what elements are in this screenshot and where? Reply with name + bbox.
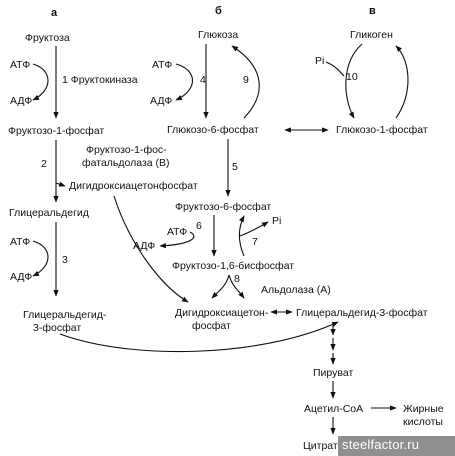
arrow-g3p-left-to-main xyxy=(59,321,339,353)
step-2: 2 xyxy=(41,158,47,170)
enzyme-fructokinase: 1 Фруктокиназа xyxy=(62,74,138,86)
arrow-pi-7 xyxy=(239,221,269,237)
arrow-atp-adp-3 xyxy=(32,240,49,277)
node-dhap-top: Дигидроксиацетонфосфат xyxy=(69,180,198,192)
arrow-dhap-top-to-bottom xyxy=(113,195,189,303)
arrow-f16bp-dhap xyxy=(211,274,230,299)
node-glucose-1-phosphate: Глюкозо-1-фосфат xyxy=(336,124,428,136)
label-pi-10: Pi xyxy=(315,55,324,67)
arrow-g6p-glucose xyxy=(231,45,260,119)
column-label-b: б xyxy=(215,5,222,17)
label-adp-4: АДФ xyxy=(150,95,172,107)
node-fructose: Фруктоза xyxy=(25,32,70,44)
watermark-background xyxy=(338,436,455,456)
arrow-glycogen-g1p xyxy=(345,43,363,119)
label-atp-1: АТФ xyxy=(10,59,30,71)
arrow-f1p-dhap xyxy=(55,181,66,187)
label-pi-7: Pi xyxy=(272,215,281,227)
node-dhap-bottom-line2: фосфат xyxy=(192,320,231,332)
step-10: 10 xyxy=(346,71,358,83)
label-adp-3: АДФ xyxy=(10,271,32,283)
node-fatty-acids-line1: Жирные xyxy=(403,403,444,415)
node-g3p-left-line1: Глицеральдегид- xyxy=(23,309,107,321)
node-glucose: Глюкоза xyxy=(198,29,238,41)
node-glyceraldehyde: Глицеральдегид xyxy=(9,207,89,219)
step-9: 9 xyxy=(243,74,249,86)
column-label-a: а xyxy=(51,7,58,19)
arrow-pi-10 xyxy=(325,61,345,77)
arrow-g1p-glycogen xyxy=(395,45,409,119)
arrow-atp-adp-6 xyxy=(159,231,195,249)
step-7: 7 xyxy=(252,236,258,248)
node-fructose-1-phosphate: Фруктозо-1-фосфат xyxy=(8,125,104,137)
node-fatty-acids-line2: кислоты xyxy=(403,416,443,428)
node-dhap-bottom-line1: Дигидроксиацетон- xyxy=(175,307,269,319)
step-6: 6 xyxy=(196,220,202,232)
enzyme-aldolase-b-line2: фатальдолаза (В) xyxy=(82,157,170,169)
step-5: 5 xyxy=(232,161,238,173)
node-acetyl-coa: Ацетил-СоА xyxy=(304,403,363,415)
watermark: steelfactor.ru xyxy=(342,437,420,452)
label-atp-3: АТФ xyxy=(10,236,30,248)
column-label-c: в xyxy=(369,5,376,17)
node-g3p-left-line2: 3-фосфат xyxy=(33,322,81,334)
arrow-atp-adp-1 xyxy=(32,63,49,101)
label-atp-4: АТФ xyxy=(152,59,172,71)
step-4: 4 xyxy=(200,74,206,86)
step-8: 8 xyxy=(234,273,240,285)
arrow-f16bp-f6p xyxy=(238,215,245,257)
arrow-f16bp-g3p xyxy=(228,274,245,299)
enzyme-aldolase-a: Альдолаза (А) xyxy=(261,284,331,296)
arrow-atp-adp-4 xyxy=(175,63,193,101)
node-glucose-6-phosphate: Глюкозо-6-фосфат xyxy=(167,124,259,136)
enzyme-aldolase-b-line1: Фруктозо-1-фос- xyxy=(86,144,167,156)
step-3: 3 xyxy=(62,254,68,266)
node-fructose-6-phosphate: Фруктозо-6-фосфат xyxy=(175,201,271,213)
node-fructose-1-6-bisphosphate: Фруктозо-1,6-бисфосфат xyxy=(172,260,294,272)
node-glycogen: Гликоген xyxy=(350,29,393,41)
label-atp-6: АТФ xyxy=(167,226,187,238)
node-pyruvate: Пируват xyxy=(313,367,353,379)
node-g3p-main: Глицеральдегид-3-фосфат xyxy=(296,307,428,319)
label-adp-1: АДФ xyxy=(10,95,32,107)
